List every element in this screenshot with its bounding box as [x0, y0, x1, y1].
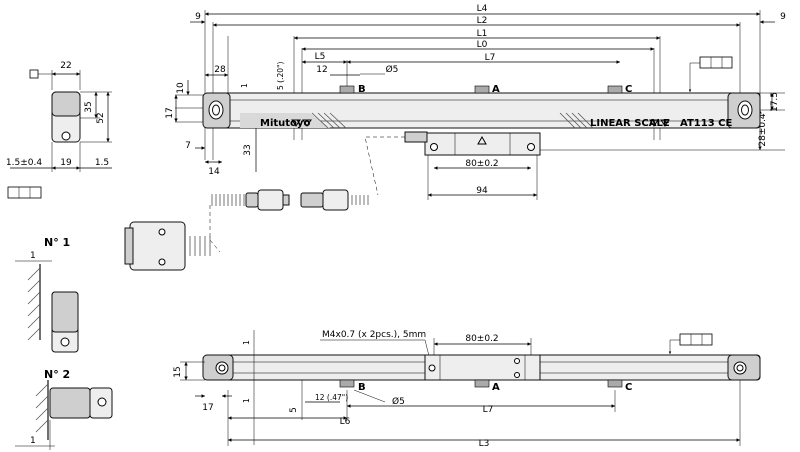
dim-5-bottom: 5 [289, 407, 299, 413]
datum-box-top [699, 56, 733, 69]
dim-12-bottom: 12 (.47") [315, 393, 348, 402]
cable-connector [124, 189, 369, 271]
ref-point-b: B [358, 84, 366, 95]
dim-hole: Ø5 [386, 64, 399, 75]
datum-box-side [7, 186, 42, 199]
mounting-no2-dim: 1 [30, 436, 36, 446]
mounting-no2: N° 2 1 [15, 368, 113, 450]
ref-point-a: A [492, 84, 500, 95]
dim-1-bottom-b: 1 [242, 398, 251, 403]
model-label: AT113 CE [680, 118, 732, 129]
connector-box [129, 221, 186, 271]
dim-5-20: 5 (.20") [276, 62, 285, 90]
bottom-view: M4x0.7 (x 2pcs.), 5mm 80±0.2 B A C [173, 330, 761, 449]
mount-hole-left [208, 100, 224, 120]
dim-80-bottom: 80±0.2 [465, 334, 498, 344]
mounting-no1-dim: 1 [30, 251, 36, 261]
dim-35: 35 [84, 101, 94, 112]
dim-52: 52 [96, 112, 106, 123]
dim-12: 12 [316, 65, 327, 75]
ref-point-a-bottom: A [492, 382, 500, 393]
dim-l6: L6 [340, 417, 351, 427]
dim-1-bottom-a: 1 [242, 340, 251, 345]
dim-1-5-04: 1.5±0.4 [6, 158, 42, 168]
dim-28: 28 [214, 65, 226, 75]
dim-10: 10 [176, 82, 186, 94]
reading-head-bottom [424, 354, 541, 381]
dim-19: 19 [60, 158, 72, 168]
dim-1: 1 [240, 83, 249, 88]
ref-point-c-bottom: C [625, 382, 632, 393]
dim-17-5: 17.5 [770, 92, 780, 112]
ref-point-c: C [625, 84, 632, 95]
scale-label: LINEAR SCALE [590, 118, 670, 129]
dim-l5: L5 [315, 52, 326, 62]
dim-28-04: 28±0.4 [758, 113, 768, 147]
dim-end-left: 9 [195, 12, 201, 22]
dim-l7-bottom: L7 [483, 405, 494, 415]
brand-logo: Mitutoyo [260, 118, 310, 129]
datum-box-bottom [679, 333, 713, 346]
mount-hole-right [737, 100, 753, 120]
dim-l0: L0 [477, 40, 488, 50]
dim-80-top: 80±0.2 [465, 159, 498, 169]
dim-14: 14 [208, 167, 220, 177]
dim-l1: L1 [477, 29, 488, 39]
dim-7: 7 [185, 141, 191, 151]
dim-17: 17 [165, 107, 175, 118]
dim-l3: L3 [479, 439, 490, 449]
dim-l4: L4 [477, 4, 488, 14]
side-view: 22 35 52 1.5±0.4 19 1.5 [6, 61, 112, 199]
top-view: L4 9 9 L2 L1 L0 L5 L7 28 12 Ø5 5 (.20") … [165, 4, 786, 200]
dim-22: 22 [60, 61, 71, 71]
dim-15: 15 [173, 366, 183, 377]
dim-hole-bottom: Ø5 [392, 396, 405, 407]
dim-94: 94 [476, 186, 488, 196]
cable-spring-1 [211, 194, 245, 206]
dim-l7: L7 [485, 53, 496, 63]
dim-1-5: 1.5 [95, 158, 109, 168]
dim-33: 33 [243, 144, 253, 155]
m4-label: M4x0.7 (x 2pcs.), 5mm [322, 330, 426, 340]
mounting-no2-label: N° 2 [44, 368, 70, 381]
dim-l2: L2 [477, 16, 488, 26]
ref-point-b-bottom: B [358, 382, 366, 393]
dim-17-bottom: 17 [202, 403, 213, 413]
mounting-no1: N° 1 1 [15, 236, 79, 353]
mounting-no1-label: N° 1 [44, 236, 70, 249]
dim-end-right: 9 [780, 12, 786, 22]
